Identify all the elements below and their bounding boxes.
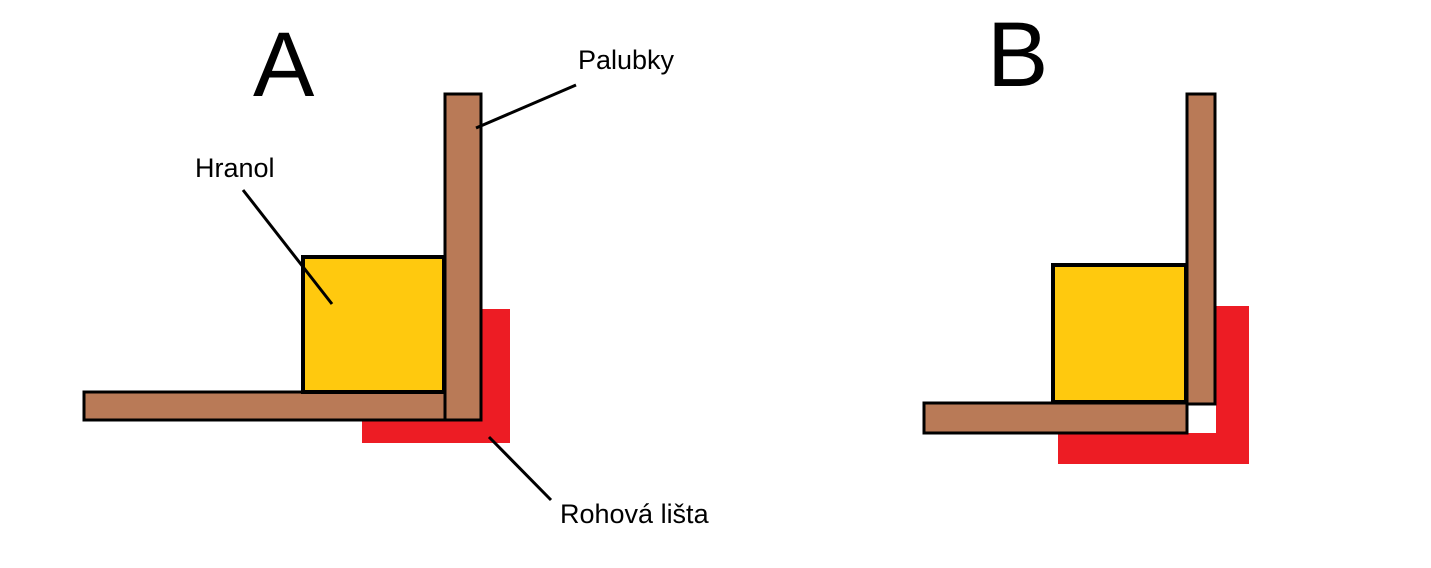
corner-trim-a xyxy=(362,309,510,443)
label-rohova-lista: Rohová lišta xyxy=(560,499,710,529)
diagram-b: B xyxy=(922,4,1249,464)
beam-b xyxy=(1051,263,1188,404)
leader-line-hranol xyxy=(241,189,334,305)
label-hranol: Hranol xyxy=(195,153,275,183)
leader-line-palubky xyxy=(475,83,577,130)
diagram-a-title: A xyxy=(253,14,315,116)
diagram-b-title: B xyxy=(987,4,1048,106)
leader-line-rohova-lista xyxy=(487,435,553,502)
corner-trim-b xyxy=(1058,306,1249,464)
label-palubky: Palubky xyxy=(578,45,675,75)
diagram-a: A Palubky Hranol Rohová lišta xyxy=(82,14,710,529)
vertical-plank-b xyxy=(1185,92,1217,406)
vertical-plank-a xyxy=(443,92,483,422)
beam-a xyxy=(301,255,446,394)
horizontal-plank-a xyxy=(82,390,448,422)
horizontal-plank-b xyxy=(922,401,1189,435)
